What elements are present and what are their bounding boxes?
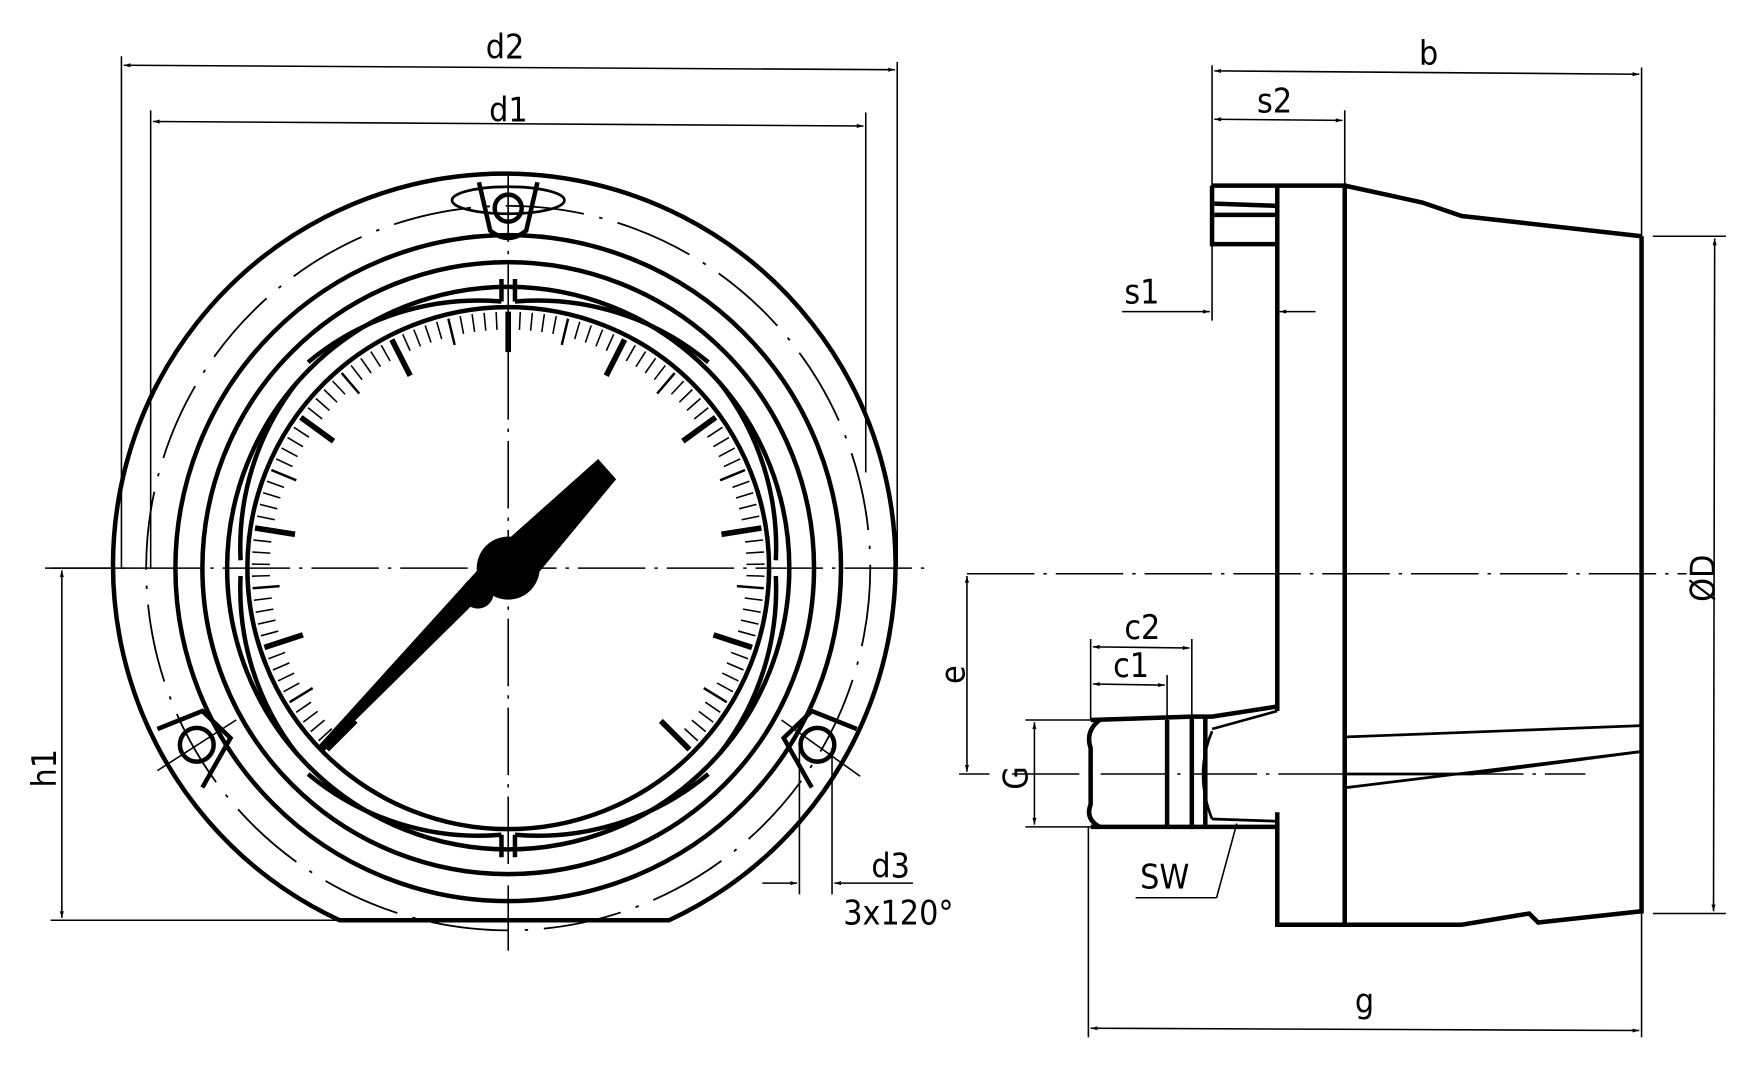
dimension-h1: h1: [25, 567, 338, 922]
flange-outer-contour: [110, 171, 898, 923]
label-c2: c2: [1124, 608, 1160, 647]
label-d2: d2: [486, 27, 525, 66]
dial-scale-ticks: [251, 311, 765, 752]
label-d1: d1: [489, 90, 528, 129]
dial-face-edge: [245, 304, 772, 832]
dimension-d2: d2: [120, 27, 899, 569]
dimension-b: b: [1211, 34, 1643, 237]
dimension-G: G: [997, 719, 1091, 828]
mounting-lug-top: [450, 180, 566, 241]
dimension-SW: SW: [1135, 823, 1238, 899]
mounting-hole-right-icon: [798, 725, 837, 764]
label-h1: h1: [25, 749, 64, 788]
gauge-pointer: [319, 459, 617, 752]
process-connection: [1086, 704, 1280, 830]
dimension-e: e: [934, 576, 990, 775]
mounting-lug-left: [156, 708, 237, 789]
dimension-s1: s1: [1122, 244, 1316, 321]
mounting-lug-right: [780, 708, 861, 789]
front-view: d2 d1 h1 d3 3x120°: [25, 27, 954, 951]
gauge-case: [1344, 183, 1644, 927]
dimension-phiD: ØD: [1652, 235, 1726, 915]
label-s2: s2: [1257, 81, 1292, 120]
bezel-ring-inner: [224, 284, 792, 852]
dimension-c1: c1: [1092, 646, 1168, 720]
bezel-ring-outer: [200, 259, 817, 877]
label-s1: s1: [1124, 273, 1159, 312]
label-d3-note: 3x120°: [843, 894, 953, 933]
dimension-d1: d1: [149, 90, 867, 569]
label-d3: d3: [871, 846, 910, 885]
dimension-g: g: [1087, 826, 1643, 1038]
label-b: b: [1419, 34, 1438, 73]
side-view: b s2 s1 ØD e: [934, 34, 1726, 1038]
dimension-s2: s2: [1214, 81, 1346, 186]
dimension-d3: d3 3x120°: [762, 748, 954, 933]
label-phiD: ØD: [1684, 555, 1723, 602]
dimension-c2: c2: [1089, 608, 1193, 720]
label-c1: c1: [1113, 646, 1149, 685]
label-G: G: [997, 766, 1036, 790]
label-e: e: [934, 665, 973, 684]
segmented-case-ring: [238, 279, 779, 858]
label-SW: SW: [1140, 858, 1189, 897]
label-g: g: [1355, 981, 1374, 1020]
mounting-hole-left-icon: [177, 725, 216, 764]
